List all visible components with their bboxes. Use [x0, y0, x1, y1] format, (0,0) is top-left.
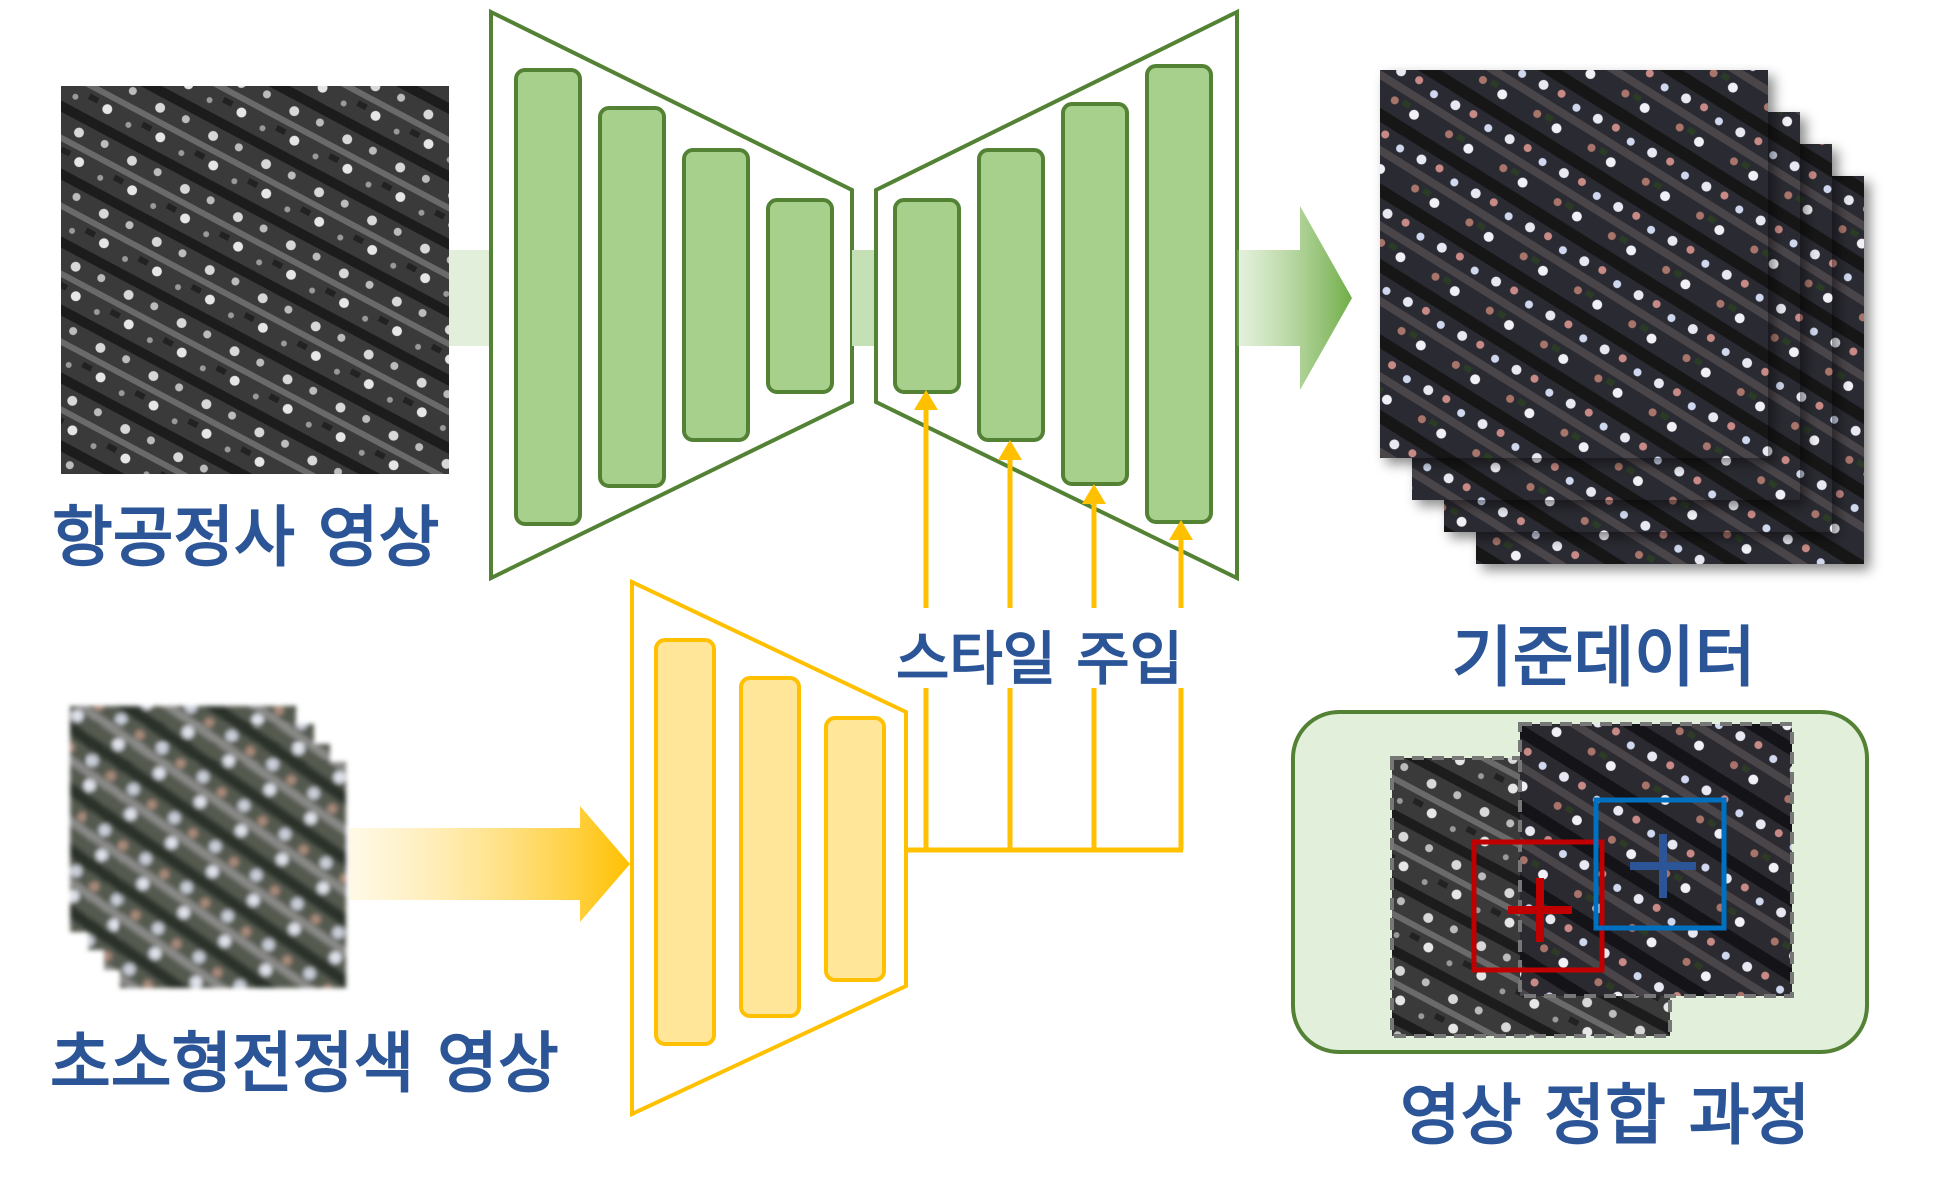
decoder-block-1	[893, 198, 961, 394]
bottleneck-connector	[852, 250, 876, 346]
style-injection-label-bg	[892, 608, 1200, 688]
decoder-block-4	[1145, 64, 1213, 524]
aerial-image-label: 항공정사 영상	[52, 499, 440, 576]
style-injection-arrowheads	[914, 390, 1193, 540]
style-block-2	[739, 676, 801, 1018]
encoder-block-2	[598, 106, 666, 488]
reference-data-label: 기준데이터	[1452, 619, 1756, 696]
aerial-image	[61, 86, 449, 474]
encoder-block-3	[682, 148, 750, 442]
crosshair-icon	[1508, 878, 1572, 942]
registration-process-label: 영상 정합 과정	[1400, 1077, 1811, 1154]
unet-decoder	[874, 8, 1239, 582]
style-block-1	[654, 638, 716, 1046]
decoder-block-3	[1061, 102, 1129, 486]
decoder-block-2	[977, 148, 1045, 442]
registration-reference-image	[1518, 722, 1794, 998]
style-injection-label: 스타일 주입	[896, 625, 1183, 693]
arrow-right-icon	[350, 806, 630, 922]
unet-encoder	[489, 8, 854, 582]
registration-panel	[1291, 710, 1869, 1054]
style-encoder	[630, 578, 908, 1118]
crosshair-icon	[1630, 834, 1696, 898]
arrow-right-icon	[1237, 206, 1352, 390]
cubesat-image-stack	[70, 706, 346, 988]
encoder-block-1	[514, 68, 582, 526]
style-block-3	[824, 716, 886, 982]
registration-box-red	[1471, 839, 1605, 973]
registration-box-blue	[1593, 797, 1727, 931]
reference-image-stack	[1380, 70, 1864, 564]
cubesat-image-label: 초소형전정색 영상	[50, 1025, 559, 1102]
aerial-to-encoder-connector	[449, 250, 491, 346]
encoder-block-4	[766, 198, 834, 394]
